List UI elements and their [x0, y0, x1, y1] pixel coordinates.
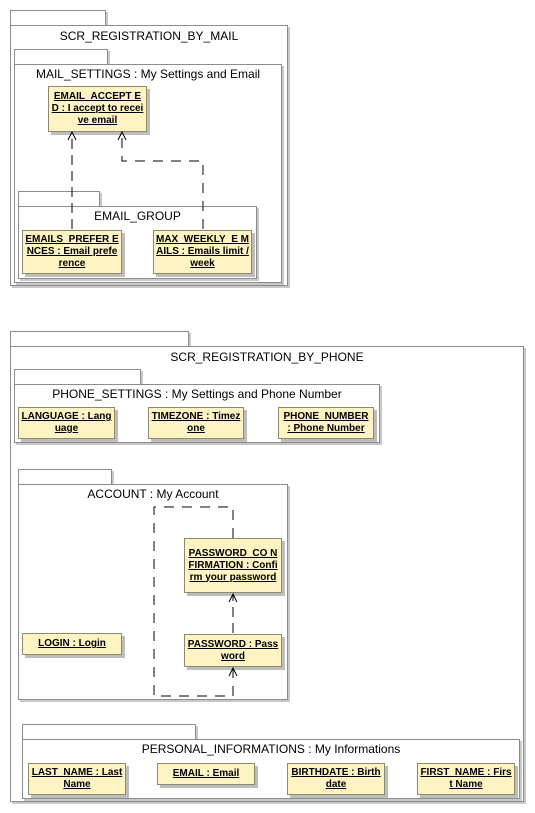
package-tab [18, 469, 112, 485]
attribute-language[interactable]: LANGUAGE : Language [18, 407, 115, 439]
attribute-birthdate[interactable]: BIRTHDATE : Birth date [287, 763, 385, 795]
package-tab [10, 331, 189, 347]
package-tab [18, 191, 100, 207]
package-title: PERSONAL_INFORMATIONS : My Informations [141, 742, 401, 756]
attribute-max-weekly-emails[interactable]: MAX_WEEKLY_E MAILS : Emails limit / week [153, 230, 252, 274]
attribute-password-confirmation[interactable]: PASSWORD_CO NFIRMATION : Confirm your pa… [184, 538, 282, 593]
package-title: SCR_REGISTRATION_BY_PHONE [170, 350, 364, 364]
package-title: EMAIL_GROUP [94, 209, 181, 223]
attribute-email-accepted[interactable]: EMAIL_ACCEPT ED : I accept to receive em… [48, 86, 147, 132]
attribute-email[interactable]: EMAIL : Email [157, 763, 255, 785]
attribute-emails-preferences[interactable]: EMAILS_PREFER ENCES : Email preference [22, 230, 122, 274]
attribute-timezone[interactable]: TIMEZONE : Timezone [148, 407, 244, 439]
attribute-password[interactable]: PASSWORD : Password [184, 634, 282, 667]
package-tab [14, 49, 108, 65]
attribute-phone-number[interactable]: PHONE_NUMBER : Phone Number [278, 407, 374, 439]
attribute-first-name[interactable]: FIRST_NAME : First Name [417, 763, 515, 795]
package-title: PHONE_SETTINGS : My Settings and Phone N… [52, 387, 342, 401]
package-tab [22, 724, 196, 740]
package-title: MAIL_SETTINGS : My Settings and Email [35, 67, 261, 81]
attribute-login[interactable]: LOGIN : Login [22, 633, 122, 655]
attribute-last-name[interactable]: LAST_NAME : Last Name [28, 763, 126, 795]
package-tab [10, 10, 106, 26]
package-tab [14, 369, 141, 385]
package-title: SCR_REGISTRATION_BY_MAIL [59, 29, 239, 43]
package-title: ACCOUNT : My Account [87, 487, 219, 501]
